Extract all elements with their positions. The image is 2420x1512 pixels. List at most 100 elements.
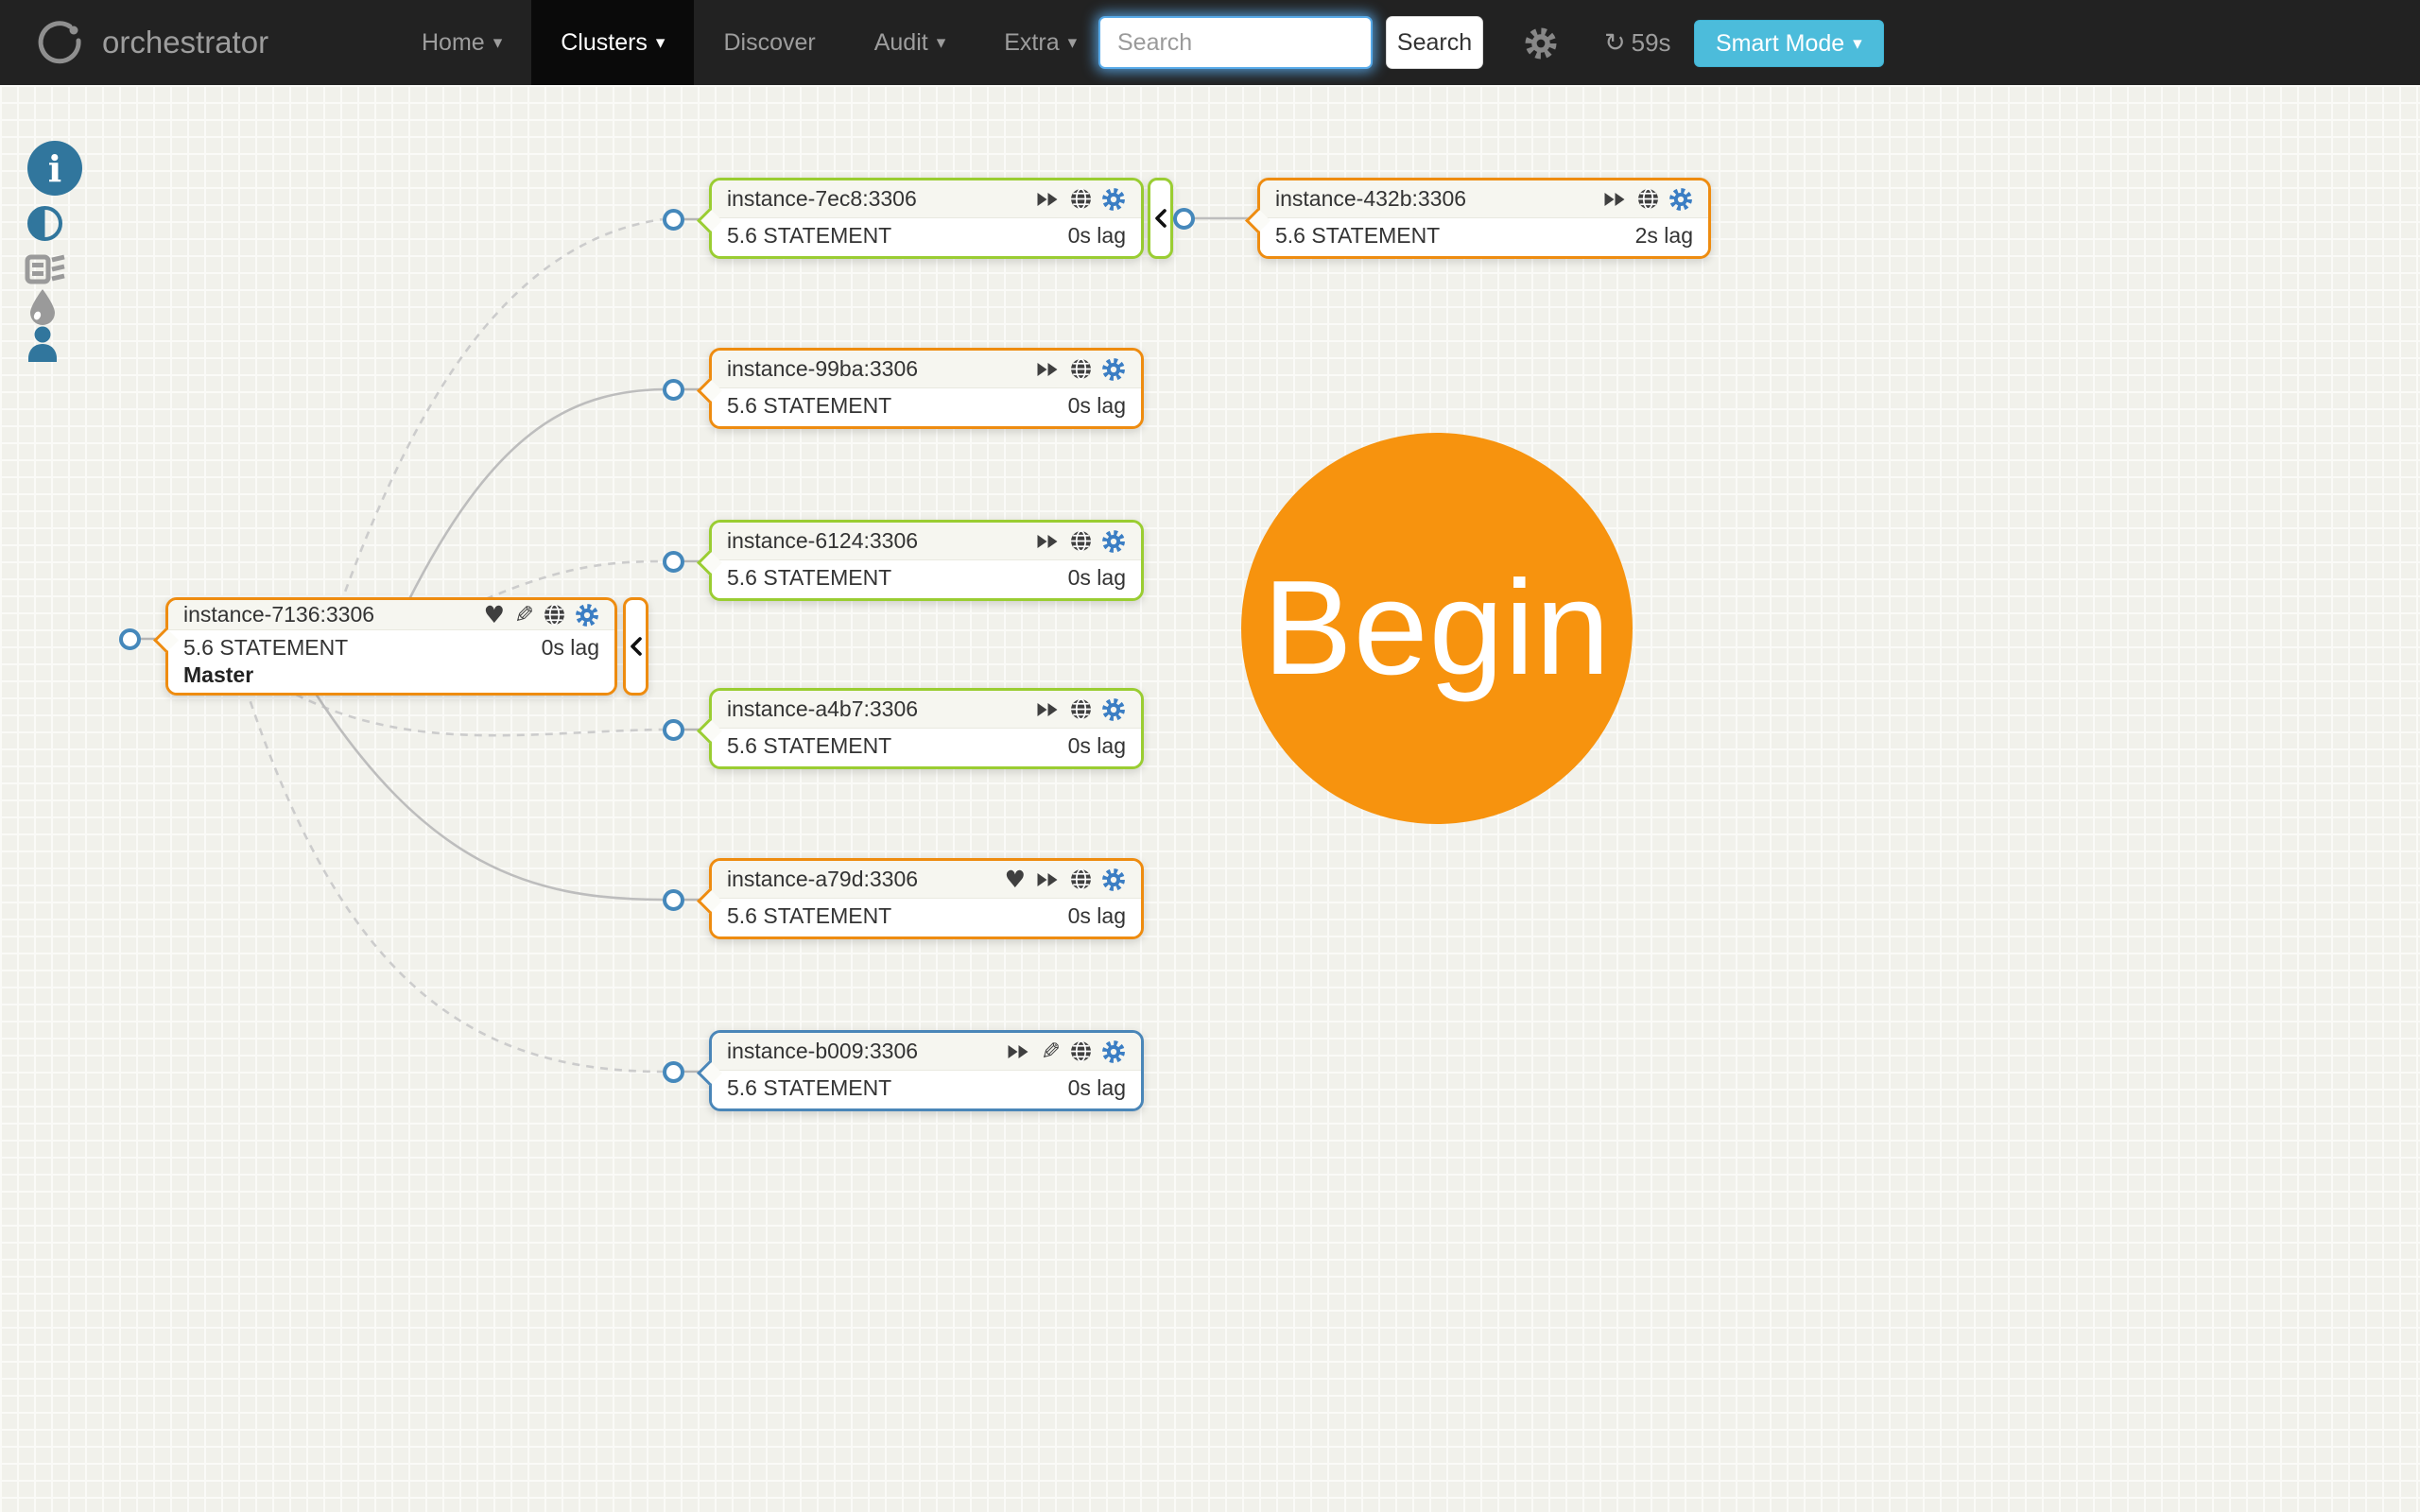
version-label: 5.6 STATEMENT <box>727 903 892 928</box>
globe-icon[interactable] <box>1637 188 1659 210</box>
begin-drop-zone: Begin <box>1241 433 1633 824</box>
settings-gear-icon[interactable] <box>575 603 599 627</box>
nav-item-discover[interactable]: Discover <box>723 28 816 56</box>
nav-item-audit[interactable]: Audit▾ <box>873 28 946 56</box>
search-input[interactable] <box>1098 16 1373 69</box>
connector-b009[interactable] <box>663 1061 684 1083</box>
instance-node-432b: instance-432b:3306 5.6 STATEMENT 2s lag <box>1245 178 1711 259</box>
lag-label: 0s lag <box>1067 223 1126 248</box>
pencil-icon[interactable]: ✎ <box>514 601 534 628</box>
fast-forward-icon[interactable] <box>1035 360 1061 379</box>
globe-icon[interactable] <box>1070 868 1092 890</box>
fast-forward-icon[interactable] <box>1035 190 1061 209</box>
settings-gear-icon[interactable] <box>1101 1040 1126 1064</box>
settings-gear-icon[interactable] <box>1101 868 1126 892</box>
nav-item-clusters[interactable]: Clusters▾ <box>531 0 695 85</box>
nav-item-home[interactable]: Home▾ <box>422 28 503 56</box>
connector-7ec8[interactable] <box>663 209 684 231</box>
globe-icon[interactable] <box>1070 530 1092 552</box>
chevron-down-icon: ▾ <box>936 32 946 53</box>
settings-gear-icon[interactable] <box>1668 187 1693 212</box>
instance-node-master: instance-7136:3306 ♥ ✎ 5.6 STATEMENT 0s … <box>153 597 617 696</box>
fast-forward-icon[interactable] <box>1602 190 1628 209</box>
fast-forward-icon[interactable] <box>1035 532 1061 551</box>
lag-label: 2s lag <box>1634 223 1693 248</box>
edge-master-99ba <box>405 387 664 606</box>
connector-a79d[interactable] <box>663 889 684 911</box>
refresh-seconds: 59s <box>1631 27 1671 57</box>
lag-label: 0s lag <box>1067 565 1126 590</box>
chevron-left-icon <box>631 637 642 656</box>
version-label: 5.6 STATEMENT <box>727 565 892 590</box>
edge-master-7ec8 <box>338 217 664 606</box>
edge-master-a79d <box>310 687 664 902</box>
lag-label: 0s lag <box>1067 393 1126 418</box>
fast-forward-icon[interactable] <box>1035 870 1061 889</box>
heart-icon[interactable]: ♥ <box>483 601 506 628</box>
chevron-down-icon: ▾ <box>1067 32 1078 53</box>
instance-title[interactable]: instance-7ec8:3306 <box>727 186 917 211</box>
droplet-icon[interactable] <box>27 288 58 326</box>
lag-label: 0s lag <box>1067 903 1126 928</box>
collapse-button-7ec8[interactable] <box>1148 178 1173 259</box>
chevron-left-icon <box>1155 209 1167 228</box>
settings-gear-icon[interactable] <box>1101 529 1126 554</box>
instance-title[interactable]: instance-99ba:3306 <box>727 356 919 381</box>
globe-icon[interactable] <box>1070 1040 1092 1062</box>
brand[interactable]: orchestrator <box>36 0 268 85</box>
nav-item-extra[interactable]: Extra▾ <box>1004 28 1078 56</box>
instance-title[interactable]: instance-a4b7:3306 <box>727 696 919 721</box>
globe-icon[interactable] <box>1070 188 1092 210</box>
instance-node-a4b7: instance-a4b7:3306 5.6 STATEMENT 0s lag <box>697 688 1144 769</box>
orchestrator-logo-icon <box>38 21 81 64</box>
user-icon[interactable] <box>25 325 60 363</box>
info-icon[interactable]: i <box>27 141 82 196</box>
search-button[interactable]: Search <box>1386 16 1483 69</box>
connector-a4b7[interactable] <box>663 719 684 741</box>
role-label: Master <box>183 662 254 687</box>
version-label: 5.6 STATEMENT <box>727 733 892 758</box>
globe-icon[interactable] <box>1070 358 1092 380</box>
instance-node-99ba: instance-99ba:3306 5.6 STATEMENT 0s lag <box>697 348 1144 429</box>
globe-icon[interactable] <box>1070 698 1092 720</box>
connector-99ba[interactable] <box>663 379 684 401</box>
heart-icon[interactable]: ♥ <box>1004 866 1026 893</box>
instance-title[interactable]: instance-6124:3306 <box>727 528 919 553</box>
settings-gear-icon[interactable] <box>1524 26 1558 60</box>
chevron-down-icon: ▾ <box>1853 33 1862 54</box>
edge-master-6124 <box>472 559 664 607</box>
edge-master-a4b7 <box>283 686 664 737</box>
begin-label: Begin <box>1262 553 1612 703</box>
instance-title[interactable]: instance-7136:3306 <box>183 602 375 627</box>
top-navbar: orchestrator Home▾ Clusters▾ Discover Au… <box>0 0 2420 85</box>
instance-title[interactable]: instance-b009:3306 <box>727 1039 919 1063</box>
settings-gear-icon[interactable] <box>1101 357 1126 382</box>
smart-mode-button[interactable]: Smart Mode▾ <box>1694 20 1884 67</box>
fast-forward-icon[interactable] <box>1006 1042 1031 1061</box>
instance-title[interactable]: instance-a79d:3306 <box>727 867 919 891</box>
chevron-down-icon: ▾ <box>493 32 503 53</box>
instance-title[interactable]: instance-432b:3306 <box>1275 186 1467 211</box>
version-label: 5.6 STATEMENT <box>727 393 892 418</box>
connector-432b[interactable] <box>1173 208 1195 230</box>
refresh-icon: ↻ <box>1604 27 1626 58</box>
instance-node-7ec8: instance-7ec8:3306 5.6 STATEMENT 0s lag <box>697 178 1144 259</box>
main-nav: Home▾ Clusters▾ Discover Audit▾ Extra▾ <box>392 0 1106 85</box>
settings-gear-icon[interactable] <box>1101 697 1126 722</box>
instance-node-6124: instance-6124:3306 5.6 STATEMENT 0s lag <box>697 520 1144 601</box>
pencil-icon[interactable]: ✎ <box>1041 1038 1061 1065</box>
connector-6124[interactable] <box>663 551 684 573</box>
settings-gear-icon[interactable] <box>1101 187 1126 212</box>
fast-forward-icon[interactable] <box>1035 700 1061 719</box>
refresh-timer[interactable]: ↻ 59s <box>1604 0 1671 85</box>
globe-icon[interactable] <box>544 604 565 626</box>
instance-node-a79d: instance-a79d:3306 ♥ 5.6 STATEMENT 0s la… <box>697 858 1144 939</box>
connector-master[interactable] <box>119 628 141 650</box>
adjust-contrast-icon[interactable] <box>27 206 62 241</box>
version-label: 5.6 STATEMENT <box>727 1075 892 1100</box>
collapse-button-master[interactable] <box>623 597 648 696</box>
chevron-down-icon: ▾ <box>655 32 666 53</box>
version-label: 5.6 STATEMENT <box>727 223 892 248</box>
compact-display-icon[interactable] <box>25 251 66 287</box>
